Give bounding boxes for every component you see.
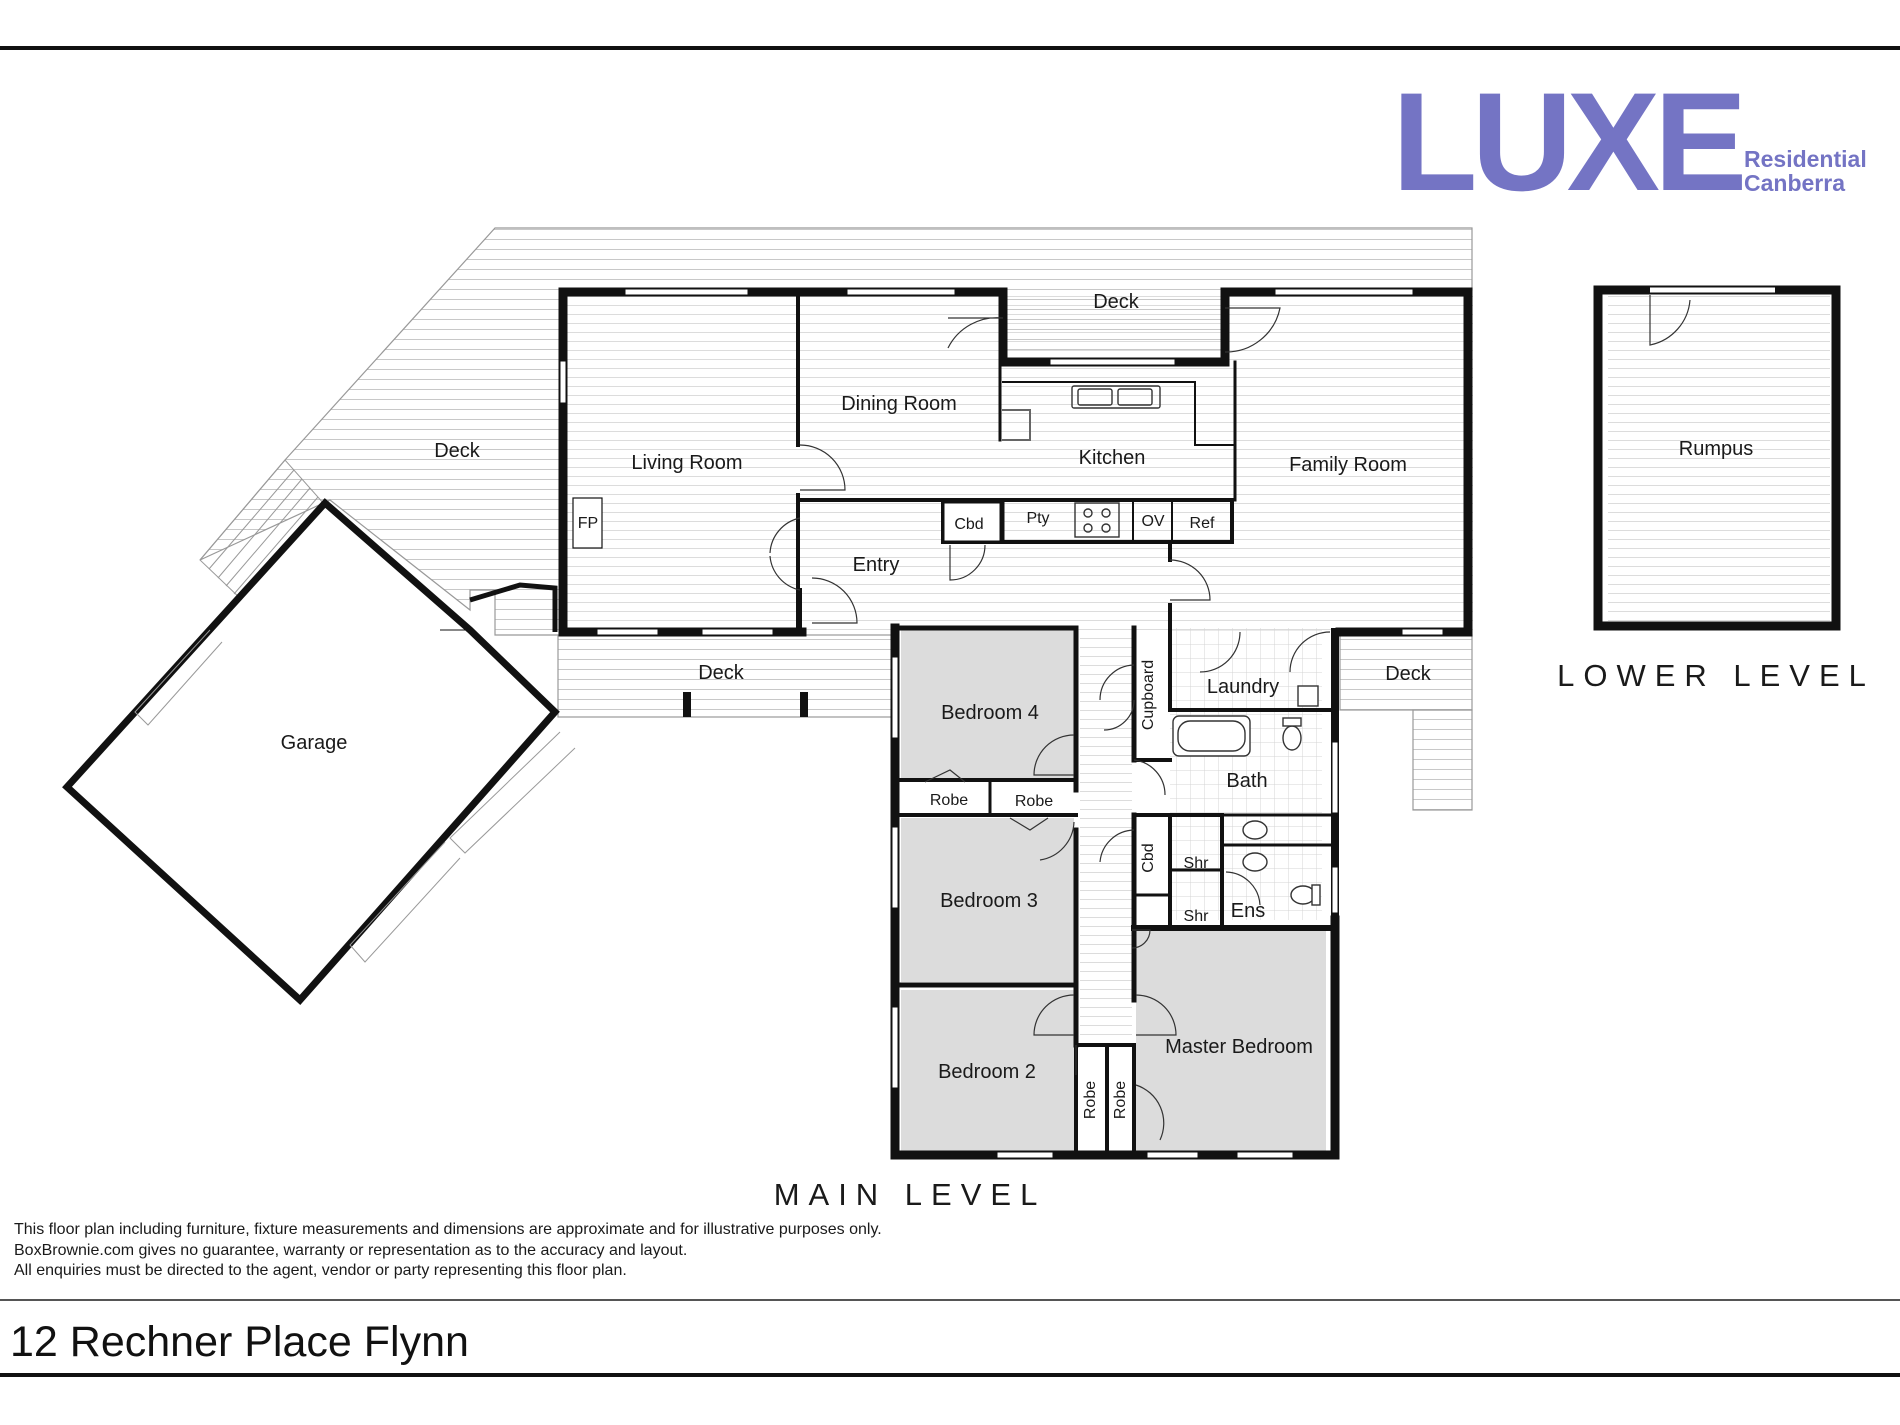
label-cupboard: Cupboard xyxy=(1140,660,1157,730)
label-robe-bed4-a: Robe xyxy=(930,792,968,809)
floor-fills xyxy=(565,293,1830,1151)
label-deck-left: Deck xyxy=(434,440,481,462)
label-bedroom-2: Bedroom 2 xyxy=(938,1061,1036,1083)
bedroom-wing-walls xyxy=(890,623,1340,1160)
label-cbd-entry: Cbd xyxy=(954,516,983,533)
top-rule xyxy=(0,46,1900,50)
label-pantry: Pty xyxy=(1026,510,1049,527)
logo-wordmark: LUXE xyxy=(1392,63,1742,220)
label-ens: Ens xyxy=(1231,900,1265,922)
label-garage: Garage xyxy=(281,732,348,754)
bath-fixtures xyxy=(1172,685,1321,906)
brand-logo: LUXE Residential Canberra xyxy=(1392,63,1867,220)
kitchen-sink-icon xyxy=(1071,385,1161,409)
main-walls xyxy=(558,287,1473,637)
label-family-room: Family Room xyxy=(1289,454,1407,476)
label-dining-room: Dining Room xyxy=(841,393,957,415)
disclaimer-line-3: All enquiries must be directed to the ag… xyxy=(14,1262,627,1279)
label-fridge: Ref xyxy=(1190,515,1215,532)
label-laundry: Laundry xyxy=(1207,676,1279,698)
label-master-bedroom: Master Bedroom xyxy=(1165,1036,1313,1058)
address-top-rule xyxy=(0,1299,1900,1301)
label-robe-master: Robe xyxy=(1112,1081,1129,1119)
label-cbd-hall: Cbd xyxy=(1140,843,1157,872)
label-bedroom-3: Bedroom 3 xyxy=(940,890,1038,912)
label-kitchen: Kitchen xyxy=(1079,447,1146,469)
garage-outline xyxy=(62,498,576,1005)
label-bedroom-4: Bedroom 4 xyxy=(941,702,1039,724)
room-labels: Deck Deck Deck Deck Living Room Dining R… xyxy=(281,291,1754,1083)
bottom-rule xyxy=(0,1373,1900,1377)
label-living-room: Living Room xyxy=(631,452,742,474)
disclaimer-line-2: BoxBrownie.com gives no guarantee, warra… xyxy=(14,1241,688,1259)
label-entry: Entry xyxy=(853,554,900,576)
door-swings xyxy=(769,295,1691,1141)
label-rumpus: Rumpus xyxy=(1679,438,1753,460)
disclaimer: This floor plan including furniture, fix… xyxy=(14,1220,882,1282)
label-deck-mid: Deck xyxy=(698,662,745,684)
lower-level-caption: LOWER LEVEL xyxy=(1557,658,1875,693)
deck-posts xyxy=(683,692,808,717)
property-address: 12 Rechner Place Flynn xyxy=(10,1318,469,1366)
label-deck-right: Deck xyxy=(1385,663,1432,685)
label-deck-top: Deck xyxy=(1093,291,1140,313)
logo-line-1: Residential xyxy=(1744,146,1867,172)
label-robe-bed2: Robe xyxy=(1082,1081,1099,1119)
label-bath: Bath xyxy=(1226,770,1267,792)
main-level-caption: MAIN LEVEL xyxy=(774,1177,1047,1212)
rumpus-outline xyxy=(1593,285,1841,631)
fixture-labels: FP Cbd Pty OV Ref Robe Robe Robe Robe Cu… xyxy=(572,497,1215,1119)
disclaimer-line-1: This floor plan including furniture, fix… xyxy=(14,1221,882,1238)
label-oven: OV xyxy=(1141,513,1164,530)
label-fireplace: FP xyxy=(578,515,598,532)
cooktop-icon xyxy=(1074,502,1120,538)
label-shower-a: Shr xyxy=(1184,855,1210,872)
label-shower-b: Shr xyxy=(1184,908,1210,925)
label-robe-bed4-b: Robe xyxy=(1015,793,1053,810)
logo-line-2: Canberra xyxy=(1744,170,1845,196)
